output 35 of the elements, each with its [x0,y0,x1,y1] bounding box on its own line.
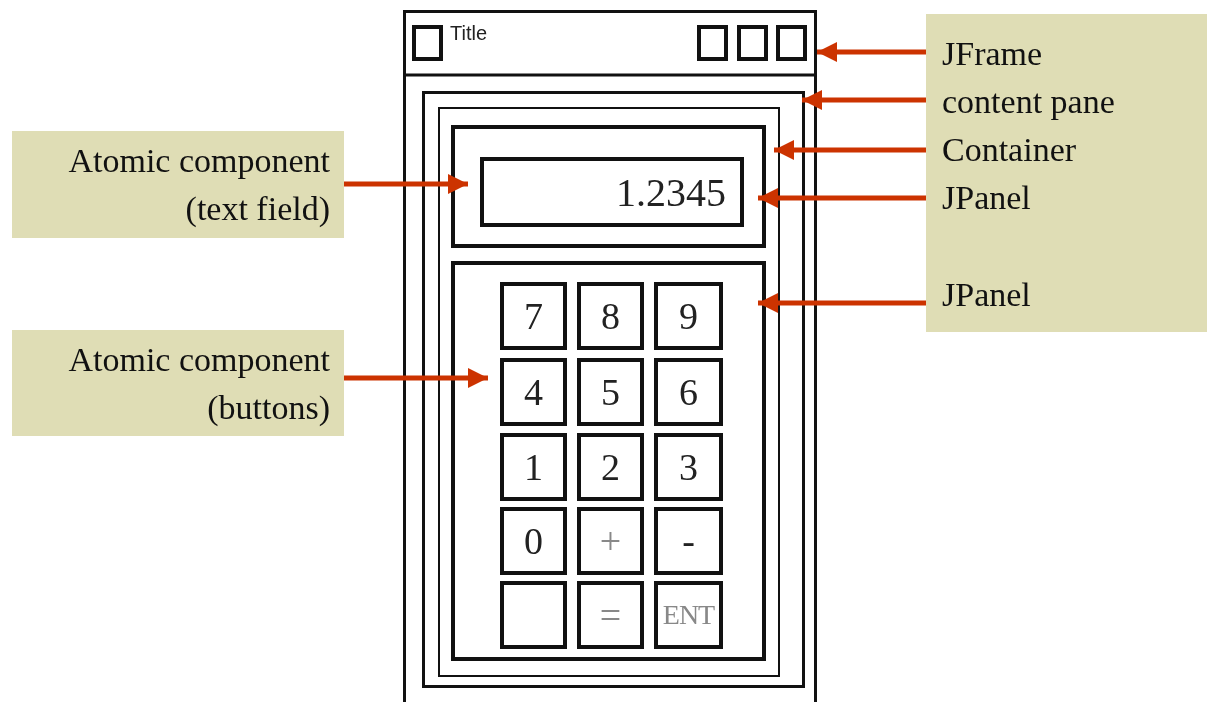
callout-panel [926,14,1207,332]
arrow [758,293,926,313]
callout-label: JPanel [926,273,1207,317]
keypad-button: 8 [577,282,644,350]
keypad-button: - [654,507,723,575]
arrow [817,42,926,62]
keypad-button: 1 [500,433,567,501]
keypad-panel [451,261,766,661]
arrow [758,188,926,208]
keypad-button: + [577,507,644,575]
text-field: 1.2345 [480,157,744,227]
arrow [344,368,488,388]
callout-label: Container [926,128,1207,172]
keypad-button: 0 [500,507,567,575]
callout-label: content pane [926,80,1207,124]
arrow [344,174,468,194]
keypad-button: 4 [500,358,567,426]
window-frame [403,10,817,702]
callout-label: JPanel [926,176,1207,220]
arrow [802,90,926,110]
keypad-button: 5 [577,358,644,426]
keypad-button: 6 [654,358,723,426]
arrow [774,140,926,160]
window-title: Title [450,22,488,45]
display-panel [451,125,766,248]
keypad-button: 3 [654,433,723,501]
callout-box: Atomic component (text field) [12,131,344,238]
keypad-button: ENT [654,581,723,649]
keypad-button: 2 [577,433,644,501]
keypad-button [500,581,567,649]
keypad-button: 7 [500,282,567,350]
callout-label: JFrame [926,32,1207,76]
callout-box: Atomic component (buttons) [12,330,344,436]
keypad-button: 9 [654,282,723,350]
keypad-button: = [577,581,644,649]
